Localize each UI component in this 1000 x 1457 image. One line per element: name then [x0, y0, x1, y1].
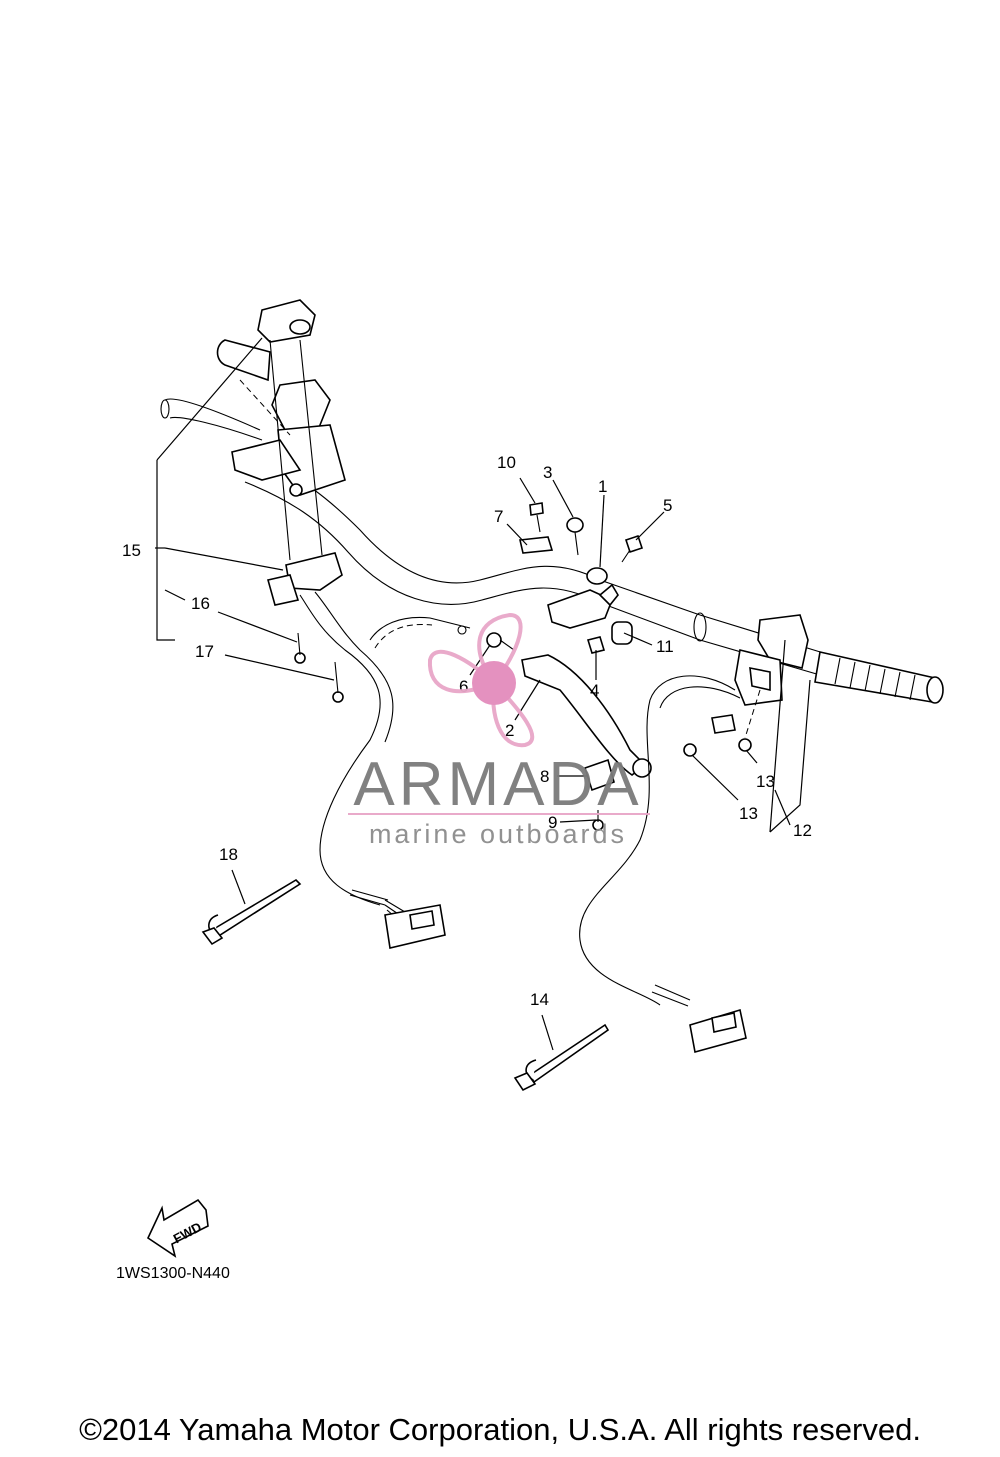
watermark: ARMADA marine outboards	[348, 612, 650, 849]
callout-15: 15	[122, 541, 141, 560]
callout-4: 4	[590, 681, 599, 700]
cable-band-18	[201, 878, 302, 946]
small-parts	[294, 502, 752, 831]
callout-8: 8	[540, 767, 549, 786]
callout-1: 1	[598, 477, 607, 496]
callout-14: 14	[530, 990, 549, 1009]
switch-connector-right	[651, 984, 747, 1054]
cable-band-14	[513, 1023, 610, 1092]
drawing-code: 1WS1300-N440	[116, 1265, 230, 1282]
fwd-arrow-icon: FWD	[146, 1198, 209, 1258]
callout-13a: 13	[756, 772, 775, 791]
watermark-brand: ARMADA	[353, 750, 642, 819]
watermark-tagline: marine outboards	[369, 819, 627, 849]
throttle-grip	[814, 651, 944, 704]
callout-3: 3	[543, 463, 552, 482]
callout-17: 17	[195, 642, 214, 661]
callout-5: 5	[663, 496, 672, 515]
callout-16: 16	[191, 594, 210, 613]
left-switch-assembly	[160, 299, 346, 561]
callout-18: 18	[219, 845, 238, 864]
callout-13b: 13	[739, 804, 758, 823]
propeller-logo-icon	[427, 612, 535, 748]
callout-12: 12	[793, 821, 812, 840]
callout-11: 11	[656, 637, 674, 656]
handlebar-switch-right	[579, 614, 809, 1006]
lever-holder	[547, 567, 619, 629]
callout-6: 6	[459, 677, 468, 696]
callout-9: 9	[548, 813, 557, 832]
callout-7: 7	[494, 507, 503, 526]
callouts: 1 2 3 4 5 6 7 8 9 10 11 12 13 13 14 15 1…	[122, 453, 812, 1009]
leader-lines	[155, 337, 811, 1051]
callout-10: 10	[497, 453, 516, 472]
callout-2: 2	[505, 721, 514, 740]
clutch-switch	[267, 552, 394, 906]
clutch-cable	[369, 616, 471, 649]
switch-connector-left	[349, 889, 446, 949]
brake-lever	[521, 654, 652, 778]
copyright-notice: ©2014 Yamaha Motor Corporation, U.S.A. A…	[79, 1412, 921, 1447]
